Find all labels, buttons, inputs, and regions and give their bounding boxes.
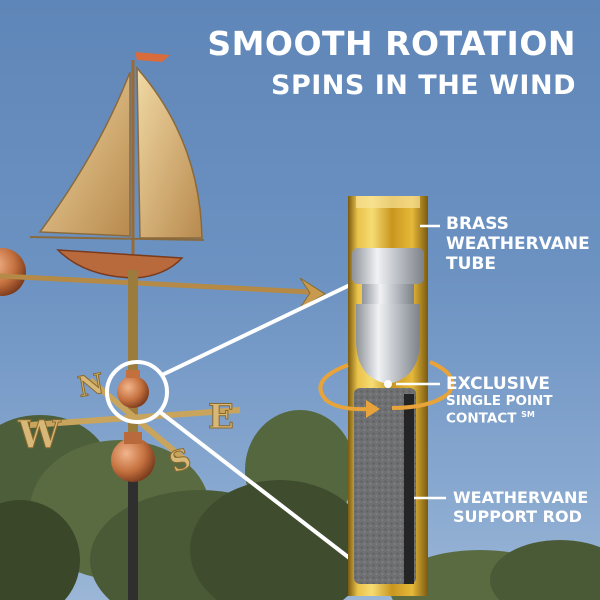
steel-cap xyxy=(352,248,424,284)
zoom-connector-top xyxy=(161,282,353,377)
tree-background xyxy=(0,410,600,600)
support-rod xyxy=(354,388,416,584)
copper-ball-left xyxy=(0,248,26,296)
sailboat-ornament xyxy=(29,52,205,279)
tube-cutaway xyxy=(348,196,428,596)
callout-single-point-contact: EXCLUSIVE SINGLE POINT CONTACT SM xyxy=(446,374,553,427)
compass-letter-north: N xyxy=(75,367,106,404)
callout-line: EXCLUSIVE xyxy=(446,374,550,394)
callout-support-rod: WEATHERVANE SUPPORT ROD xyxy=(453,488,589,527)
copper-ball-lower xyxy=(111,438,155,482)
zoom-connector-bottom xyxy=(158,410,354,562)
pennant-flag xyxy=(135,52,170,62)
steel-point-bearing xyxy=(356,304,420,384)
callout-line: BRASS xyxy=(446,214,509,234)
callout-line: TUBE xyxy=(446,254,496,275)
lower-rod xyxy=(128,480,138,600)
boat-hull xyxy=(56,249,184,279)
rotation-arrow-icon xyxy=(318,360,455,418)
compass-letter-west: W xyxy=(17,412,62,457)
callout-line: SINGLE POINT xyxy=(446,393,553,410)
arrow-rod xyxy=(0,273,326,309)
main-sail xyxy=(38,71,131,237)
magnifier-circle-icon xyxy=(105,360,169,424)
callout-line-contact: CONTACT SM xyxy=(446,410,553,427)
contact-point xyxy=(384,380,392,388)
jib-sail xyxy=(136,65,203,239)
compass-letter-east: E xyxy=(208,397,234,437)
callout-line: SUPPORT ROD xyxy=(453,506,582,526)
callout-line: WEATHERVANE xyxy=(453,488,589,507)
headline-title: SMOOTH ROTATION xyxy=(207,24,576,63)
service-mark: SM xyxy=(521,409,535,419)
callout-line: WEATHERVANE xyxy=(446,234,590,255)
headline-subtitle: SPINS IN THE WIND xyxy=(271,70,576,101)
contact-word: CONTACT xyxy=(446,410,517,427)
copper-ball-upper xyxy=(117,376,149,408)
callout-brass-tube: BRASS WEATHERVANE TUBE xyxy=(446,214,590,274)
